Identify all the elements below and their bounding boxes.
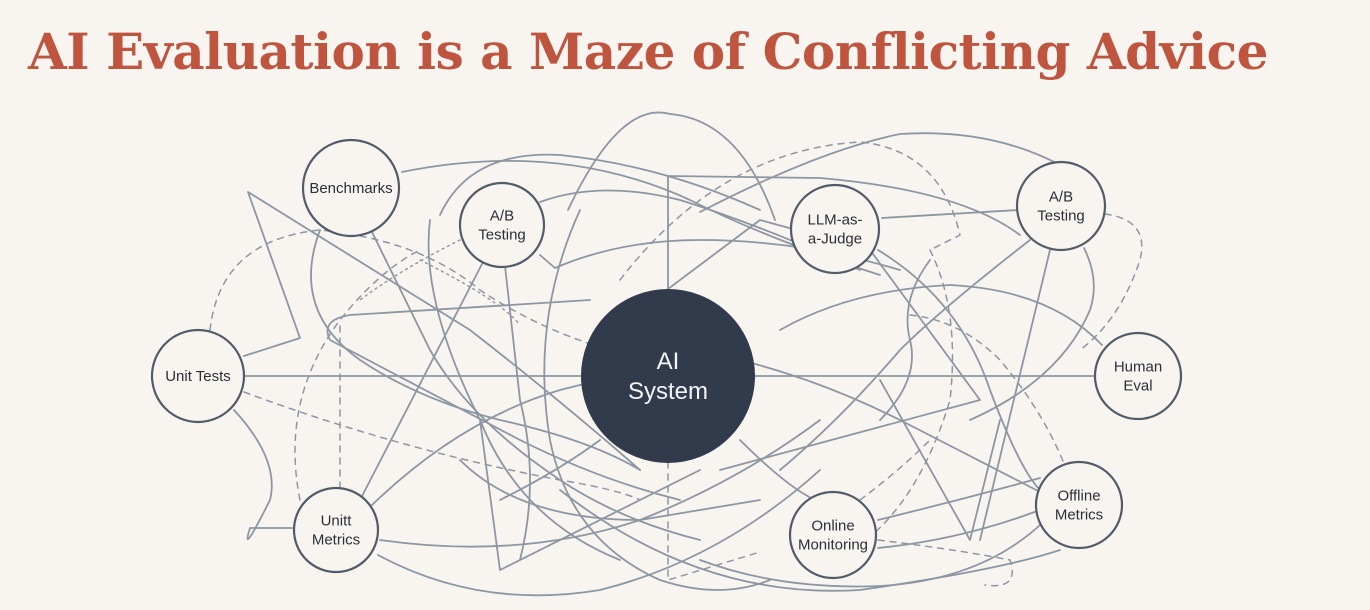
edge-hub-top-spoke — [667, 175, 1021, 293]
node-label: Testing — [1037, 208, 1085, 225]
node-label: Metrics — [312, 532, 360, 549]
edge-zigzag-left — [243, 191, 641, 471]
edge-bottom-big-arc — [559, 489, 1061, 592]
edge-online-dashed-up — [859, 439, 931, 501]
node-circle — [458, 181, 546, 269]
edge-left-inner-dashed — [294, 249, 421, 501]
node-label: Eval — [1123, 378, 1152, 395]
node-llm-as-a-judge: LLM-as-a-Judge — [789, 183, 881, 275]
node-unit-tests: Unit Tests — [150, 328, 246, 424]
edge-hub-lower-left — [499, 439, 601, 501]
edge-arc-top-loop — [567, 111, 776, 221]
node-circle — [301, 138, 401, 238]
edge-online-offline — [877, 477, 1041, 521]
edge-bottom-triangle — [479, 419, 701, 571]
edge-unitt-bottom-arc — [377, 469, 821, 597]
node-label: Unit Tests — [165, 368, 231, 385]
edge-top-curve-2 — [439, 153, 761, 216]
node-label: LLM-as- — [807, 212, 862, 229]
node-circle — [1015, 160, 1107, 252]
edge-left-dashed-arc — [209, 229, 611, 351]
edge-abright-dashed-loop — [1079, 213, 1143, 351]
node-label: Human — [1114, 359, 1162, 376]
edge-llm-down — [877, 249, 1041, 491]
node-label: Online — [811, 518, 854, 535]
node-label: Benchmarks — [309, 180, 392, 197]
edge-left-bottom-loop — [233, 409, 293, 541]
edge-unit-tests-dashed — [243, 391, 641, 501]
edge-bench-down-loop — [310, 229, 641, 471]
edge-ab-left-dotted-2 — [419, 259, 521, 326]
edge-human-eval-arc — [779, 284, 1103, 346]
node-label: Metrics — [1055, 507, 1103, 524]
node-circle — [788, 490, 878, 580]
node-label: A/B — [1049, 189, 1073, 206]
node-circle — [1093, 331, 1183, 421]
node-circle — [150, 328, 246, 424]
edge-hub-bottom-dashed — [667, 461, 761, 581]
edge-top-dashed-arc — [619, 141, 961, 281]
node-ab-testing-right: A/B Testing — [1015, 160, 1107, 252]
edge-right-wave — [879, 259, 931, 421]
edge-right-dashed-arc — [909, 314, 1071, 481]
node-label: AI — [657, 348, 680, 375]
edge-v-shape — [879, 379, 1001, 541]
edge-ab-left-dotted — [359, 239, 461, 301]
edge-ab-left-down-2 — [504, 265, 531, 561]
node-circle — [292, 486, 380, 574]
node-ab-testing-left: A/B Testing — [458, 181, 546, 269]
edge-bottom-cross — [459, 459, 761, 521]
edge-unitt-right — [379, 419, 821, 548]
node-circle — [789, 183, 881, 275]
edge-abright-down-1 — [779, 239, 1031, 471]
node-label: a-Judge — [808, 231, 862, 248]
node-label: Offline — [1057, 488, 1100, 505]
node-label: Testing — [478, 227, 526, 244]
page-title: AI Evaluation is a Maze of Conflicting A… — [28, 22, 1268, 81]
node-label: System — [628, 378, 708, 405]
edge-offline-down — [699, 524, 1041, 588]
edge-llm-abright — [881, 209, 1019, 219]
edge-ab-left-down-1 — [359, 263, 483, 501]
node-label: Unitt — [321, 513, 353, 530]
node-ai-system: AI System — [581, 289, 755, 463]
edge-right-inner-dashed — [859, 249, 954, 546]
node-benchmarks: Benchmarks — [301, 138, 401, 238]
edge-abright-loop — [969, 247, 1095, 421]
node-label: Monitoring — [798, 537, 868, 554]
edge-online-offline-2 — [877, 509, 1041, 549]
hub-circle — [581, 289, 755, 463]
edge-top-right-long — [699, 132, 1061, 213]
edge-offline-up-diagonal — [739, 359, 1041, 493]
node-label: A/B — [490, 208, 514, 225]
edge-left-spike — [326, 299, 681, 501]
node-circle — [1034, 460, 1124, 550]
edge-online-dashed — [877, 539, 1013, 587]
